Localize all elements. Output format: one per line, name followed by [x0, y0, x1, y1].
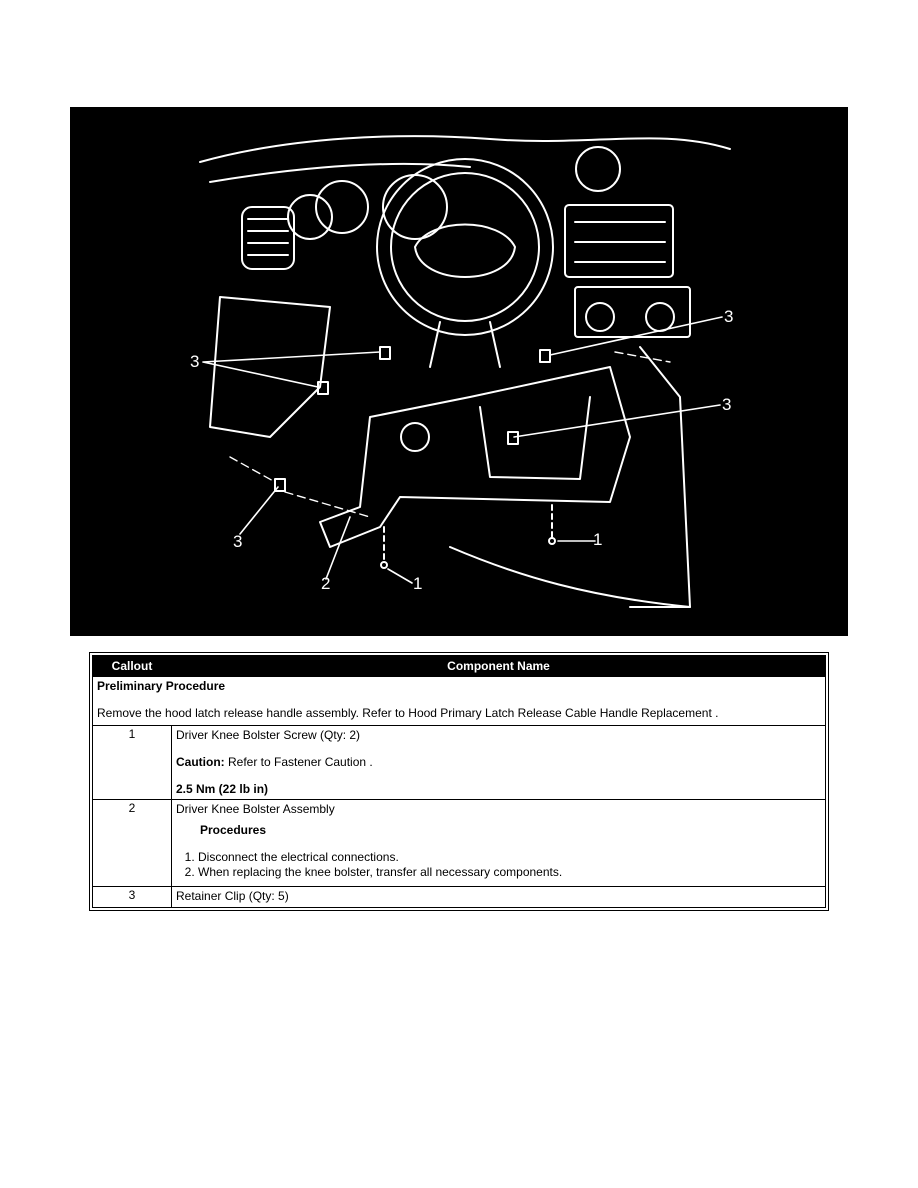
screw-axis [383, 504, 553, 563]
component-table-frame: Callout Component Name Preliminary Proce… [89, 652, 829, 911]
component-name: Retainer Clip (Qty: 5) [171, 886, 826, 908]
list-item: When replacing the knee bolster, transfe… [198, 865, 821, 880]
line-drawing: 3 3 3 3 1 1 2 [190, 135, 733, 608]
knee-bolster-illustration: 3 3 3 3 1 1 2 [70, 107, 848, 636]
retainer-clip [274, 478, 286, 492]
center-clock [575, 146, 621, 192]
steering-wheel-hub [414, 223, 516, 278]
steering-wheel-rim [376, 158, 554, 336]
dash-lines [229, 351, 671, 518]
left-lower-panel [209, 296, 331, 438]
leader-lines [202, 316, 723, 584]
retainer-clip [539, 349, 551, 363]
left-air-vent [241, 206, 295, 270]
knee-bolster-opening [479, 396, 591, 480]
preliminary-title: Preliminary Procedure [97, 679, 226, 693]
dash-upper-edge [209, 162, 471, 183]
gauge-mid [315, 180, 369, 234]
bolster-screw [380, 561, 388, 569]
floor-line [449, 546, 691, 608]
table-header-row: Callout Component Name [92, 655, 826, 677]
table-row: 2 Driver Knee Bolster Assembly Procedure… [92, 799, 826, 887]
header-callout: Callout [92, 655, 172, 677]
steering-wheel-inner [390, 172, 540, 322]
callout-label: 3 [724, 307, 733, 326]
preliminary-text: Remove the hood latch release handle ass… [97, 706, 719, 720]
callout-label: 3 [190, 352, 199, 371]
vent-slats [247, 218, 289, 256]
procedures-title: Procedures [200, 823, 267, 837]
torque-spec: 2.5 Nm (22 lb in) [176, 782, 269, 796]
radio-buttons [574, 221, 666, 263]
callout-label: 1 [593, 530, 602, 549]
retainer-clip [317, 381, 329, 395]
callout-label: 3 [722, 395, 731, 414]
callout-label: 2 [321, 574, 330, 593]
hvac-knob-left [585, 302, 615, 332]
knee-bolster [319, 366, 631, 548]
list-item: Disconnect the electrical connections. [198, 850, 821, 865]
component-name: Driver Knee Bolster Assembly [176, 802, 335, 816]
callout-number: 2 [92, 799, 172, 887]
callout-label: 3 [233, 532, 242, 551]
switch-cluster [400, 422, 430, 452]
gauge-left [287, 194, 333, 240]
caution-text: Refer to Fastener Caution . [224, 755, 373, 769]
bolster-screw [548, 537, 556, 545]
table-row: 3 Retainer Clip (Qty: 5) [92, 886, 826, 908]
callout-number: 3 [92, 886, 172, 908]
procedure-steps: Disconnect the electrical connections. W… [176, 850, 821, 880]
header-component-name: Component Name [171, 655, 826, 677]
hvac-knob-right [645, 302, 675, 332]
component-table: Callout Component Name Preliminary Proce… [92, 655, 826, 908]
callout-label: 1 [413, 574, 422, 593]
retainer-clip [507, 431, 519, 445]
caution-label: Caution: [176, 755, 225, 769]
table-row: 1 Driver Knee Bolster Screw (Qty: 2) Cau… [92, 725, 826, 800]
retainer-clip [379, 346, 391, 360]
center-console [629, 346, 691, 608]
callout-number: 1 [92, 725, 172, 800]
component-name: Driver Knee Bolster Screw (Qty: 2) [176, 728, 361, 742]
dash-top-line [199, 135, 731, 163]
preliminary-row: Preliminary Procedure Remove the hood la… [92, 676, 826, 726]
caution-note: Caution: Refer to Fastener Caution . [176, 755, 821, 770]
radio-unit [564, 204, 674, 278]
steering-column [429, 321, 501, 368]
